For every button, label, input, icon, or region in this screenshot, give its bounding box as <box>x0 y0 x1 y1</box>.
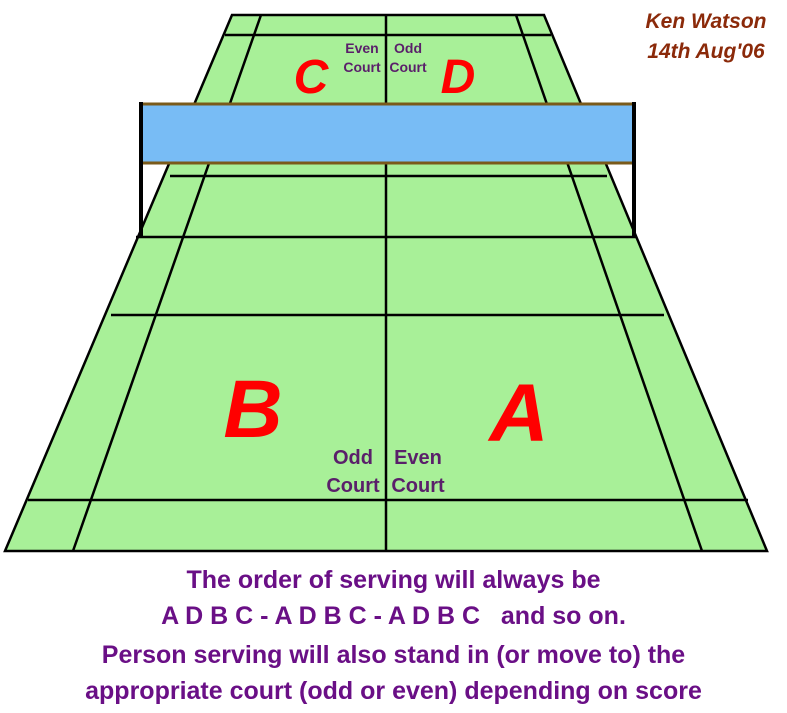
far-right-court-label: Odd <box>394 40 422 56</box>
player-c: C <box>294 51 330 104</box>
near-left-court-label-2: Court <box>326 475 380 497</box>
author-name: Ken Watson <box>646 10 767 33</box>
caption-line-1: The order of serving will always be <box>186 566 601 594</box>
near-left-court-label: Odd <box>333 447 373 469</box>
caption-line-4: appropriate court (odd or even) dependin… <box>85 677 702 705</box>
player-d: D <box>441 51 476 104</box>
near-right-court-label: Even <box>394 447 442 469</box>
far-left-court-label: Even <box>345 40 378 56</box>
caption-line-2: A D B C - A D B C - A D B C and so on. <box>161 602 626 630</box>
near-right-court-label-2: Court <box>391 475 445 497</box>
net <box>141 104 634 163</box>
far-right-court-label-2: Court <box>389 59 427 75</box>
player-a: A <box>487 368 548 459</box>
caption-line-3: Person serving will also stand in (or mo… <box>101 641 686 669</box>
far-left-court-label-2: Court <box>343 59 381 75</box>
author-date: 14th Aug'06 <box>647 40 765 63</box>
player-b: B <box>223 364 282 455</box>
